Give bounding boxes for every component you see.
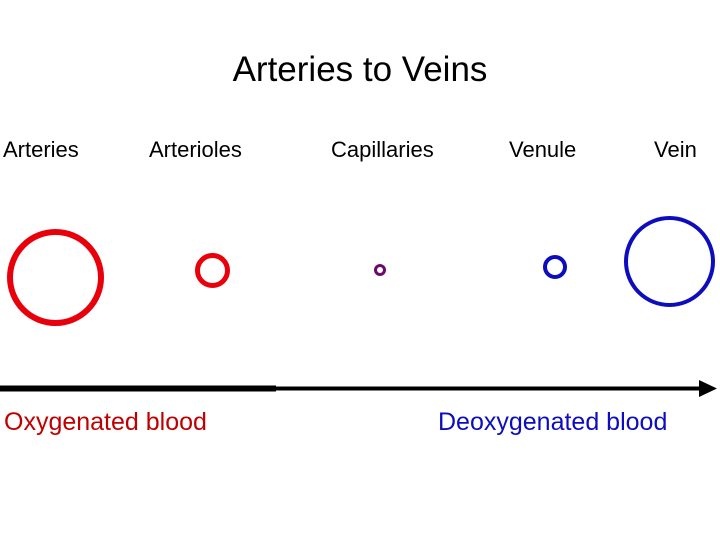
- blood-flow-arrow: [0, 380, 717, 397]
- stage-label-arterioles: Arterioles: [149, 137, 242, 162]
- artery-circle: [7, 229, 104, 326]
- page-title: Arteries to Veins: [232, 50, 488, 89]
- oxygenated-blood-caption: Oxygenated blood: [4, 408, 207, 436]
- stage-label-arteries: Arteries: [3, 137, 79, 162]
- stage-label-capillaries: Capillaries: [331, 137, 434, 162]
- venule-circle: [543, 255, 567, 279]
- stage-label-vein: Vein: [654, 137, 697, 162]
- capillary-circle: [374, 264, 386, 276]
- arteriole-circle: [195, 253, 230, 288]
- vein-circle: [624, 216, 715, 307]
- deoxygenated-blood-caption: Deoxygenated blood: [438, 408, 668, 436]
- stage-label-venule: Venule: [509, 137, 577, 162]
- arrow-head-icon: [699, 380, 717, 397]
